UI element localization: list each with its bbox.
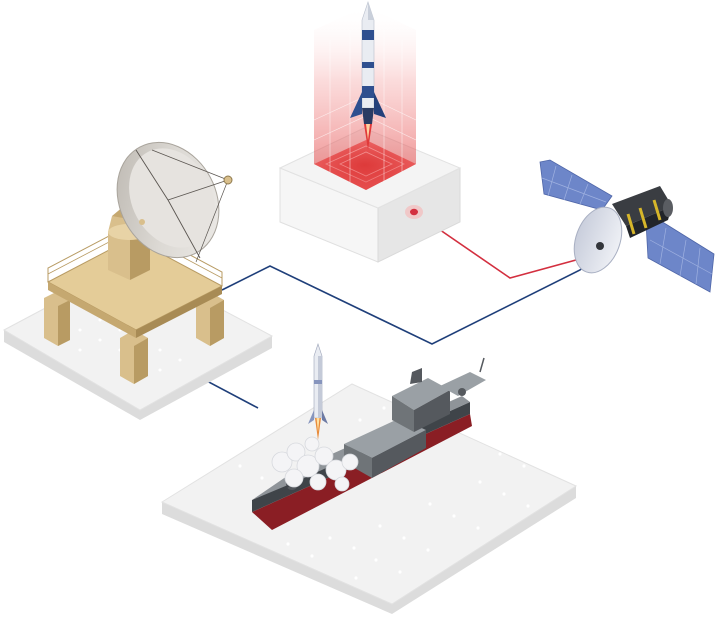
- satellite-icon: [573, 186, 673, 274]
- ship-platform-top: [160, 383, 578, 605]
- radar-dish-icon: [116, 141, 233, 263]
- satellite-solar-panel-left: [539, 159, 613, 211]
- launch-pad-port-icon: [405, 205, 423, 219]
- satellite-solar-panel-right: [645, 217, 715, 293]
- link-launchpad-satellite: [413, 211, 599, 279]
- link-ground-station-ship: [204, 379, 259, 409]
- ship-platform-dots: [238, 406, 530, 580]
- link-ground-station-satellite: [221, 253, 599, 345]
- satellite-node[interactable]: [539, 159, 715, 293]
- launch-pad-node[interactable]: [278, 1, 462, 263]
- ground-station-node[interactable]: [2, 124, 274, 420]
- naval-ship-node[interactable]: [160, 343, 578, 614]
- rocket-icon: [350, 1, 386, 150]
- missile-icon: [308, 343, 328, 440]
- launch-smoke: [271, 436, 359, 492]
